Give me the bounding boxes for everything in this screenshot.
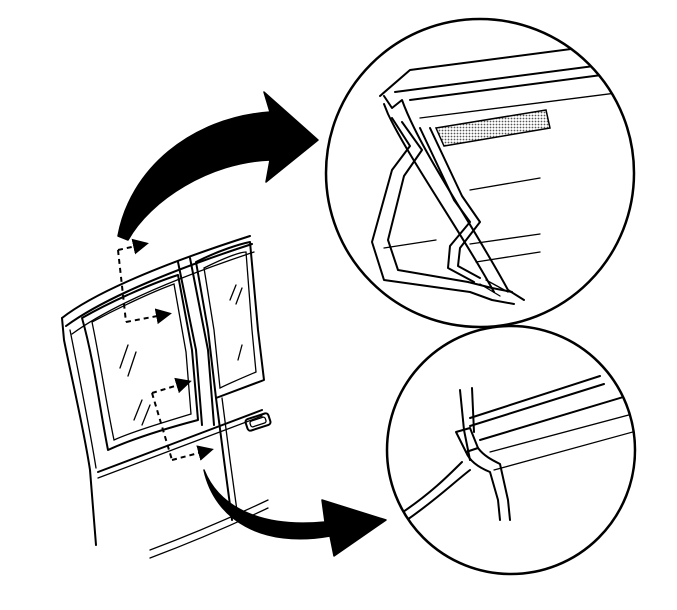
roof-rail-line bbox=[65, 243, 253, 327]
retainer-clip-inner bbox=[387, 121, 513, 293]
roof-rail-line bbox=[71, 251, 255, 335]
curved-arrow-icon bbox=[117, 91, 319, 241]
curved-arrow-icon bbox=[203, 469, 387, 557]
door-front-edge bbox=[221, 397, 239, 519]
door-handle-recess bbox=[249, 416, 267, 428]
rear-window-frame bbox=[81, 274, 199, 451]
lower-detail-circle bbox=[385, 324, 637, 576]
weatherstrip-body bbox=[477, 447, 511, 521]
glass-reference-line bbox=[475, 251, 541, 263]
retainer-clip-outer bbox=[371, 117, 515, 305]
glass-glare bbox=[133, 399, 151, 426]
roof-panel-line bbox=[419, 89, 634, 119]
panel-line bbox=[489, 411, 635, 453]
glass-glare bbox=[237, 344, 243, 361]
channel-frame-outer bbox=[383, 95, 525, 301]
door-front-edge bbox=[215, 397, 233, 521]
dashed-pointer-arrow-icon bbox=[125, 308, 172, 325]
dashed-pointer-arrow-icon bbox=[151, 377, 192, 394]
dashed-pointer-line bbox=[151, 392, 173, 461]
weatherstrip-body bbox=[465, 451, 501, 521]
glass-glare bbox=[119, 344, 137, 377]
panel-line bbox=[479, 391, 635, 441]
door-window-frame bbox=[195, 241, 265, 399]
vehicle-side-view bbox=[61, 235, 272, 559]
panel-top-edge bbox=[469, 375, 601, 419]
body-crease bbox=[149, 499, 269, 551]
rear-window-glass-edge bbox=[91, 283, 192, 441]
channel-frame-inner bbox=[383, 103, 495, 293]
dashed-pointer-arrows bbox=[117, 238, 214, 461]
lower-detail-callout bbox=[385, 324, 637, 576]
dashed-pointer-arrow-icon bbox=[171, 445, 214, 461]
body-curve bbox=[403, 469, 471, 523]
body-crease bbox=[149, 507, 269, 559]
upper-detail-circle bbox=[324, 17, 636, 329]
panel-line bbox=[493, 429, 635, 471]
glass-reference-line bbox=[383, 239, 437, 249]
body-curve bbox=[399, 461, 463, 515]
door-window-glass-edge bbox=[203, 251, 257, 390]
dashed-pointer-line bbox=[117, 249, 127, 323]
roof-panel-edge bbox=[379, 39, 634, 97]
roof-rail-line bbox=[61, 235, 251, 319]
center-pillar bbox=[177, 261, 203, 426]
belt-line bbox=[97, 409, 263, 473]
adhesive-strip bbox=[434, 109, 551, 147]
panel-top-edge bbox=[469, 383, 605, 427]
retainer-clip-hook bbox=[479, 279, 509, 297]
door-handle bbox=[244, 412, 272, 432]
rear-pillar-inner bbox=[69, 329, 97, 469]
upper-detail-callout bbox=[324, 17, 636, 329]
retainer-clip-leg bbox=[429, 127, 481, 279]
pillar-seam bbox=[471, 387, 475, 433]
center-pillar bbox=[189, 257, 215, 426]
rear-pillar-edge bbox=[61, 317, 97, 546]
glass-reference-line bbox=[469, 177, 541, 191]
retainer-clip-leg bbox=[419, 127, 475, 283]
glass-glare bbox=[229, 284, 243, 305]
dashed-pointer-arrow-icon bbox=[117, 238, 149, 255]
belt-line bbox=[97, 415, 263, 479]
